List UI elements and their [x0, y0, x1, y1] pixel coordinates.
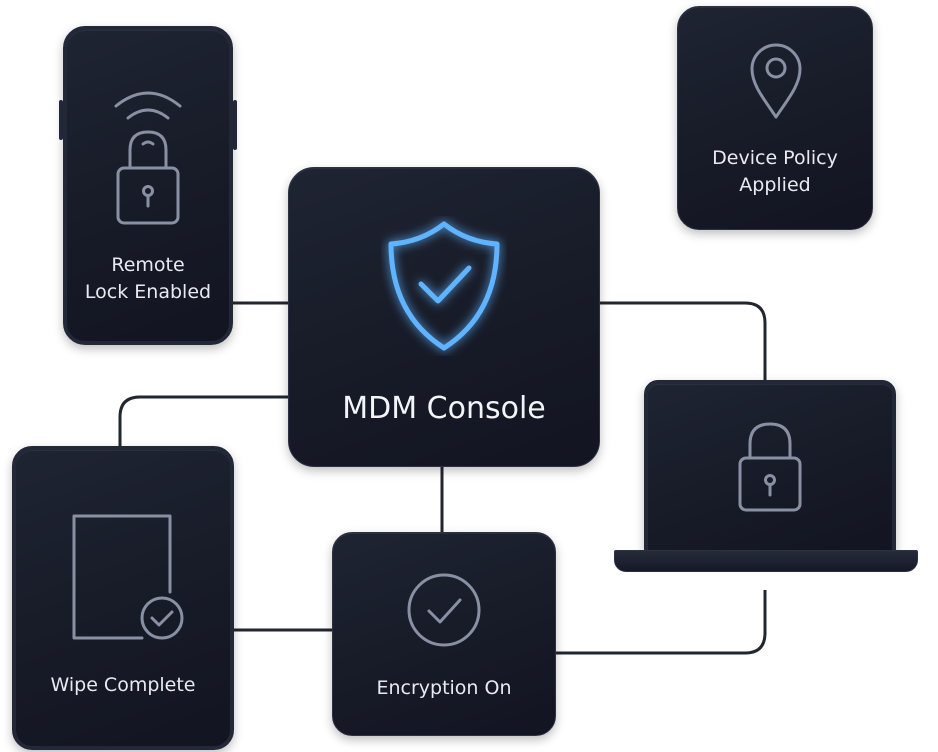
phone-node[interactable]: Remote Lock Enabled	[59, 26, 237, 345]
policy-label-line2: Applied	[739, 173, 811, 196]
laptop-screen	[644, 380, 896, 558]
policy-label-line1: Device Policy	[712, 147, 838, 169]
tablet-label: Wipe Complete	[50, 674, 196, 696]
policy-label: Device Policy Applied	[678, 147, 872, 198]
encryption-label: Encryption On	[376, 677, 512, 699]
laptop-base	[614, 550, 918, 572]
phone-label-line2: Lock Enabled	[84, 280, 212, 303]
phone-label: Remote Lock Enabled	[67, 254, 229, 305]
phone-label-line1: Remote	[111, 254, 185, 276]
phone-side-button-right	[233, 100, 237, 150]
wire-encryption-laptop	[554, 590, 767, 655]
location-pin-icon	[750, 43, 802, 119]
phone-side-button	[59, 100, 63, 140]
wire-laptop	[598, 301, 767, 383]
mdm-console-node[interactable]: MDM Console	[288, 167, 600, 467]
lock-icon	[738, 422, 802, 512]
shield-check-icon	[388, 221, 500, 351]
document-check-icon	[72, 514, 184, 640]
wire-tablet	[118, 395, 292, 447]
tablet-node[interactable]: Wipe Complete	[12, 446, 234, 750]
policy-node[interactable]: Device Policy Applied	[677, 6, 873, 230]
encryption-node[interactable]: Encryption On	[332, 532, 556, 736]
console-label: MDM Console	[342, 391, 546, 426]
check-circle-icon	[407, 573, 481, 647]
lock-wifi-icon	[114, 91, 182, 225]
laptop-node[interactable]	[614, 380, 918, 592]
